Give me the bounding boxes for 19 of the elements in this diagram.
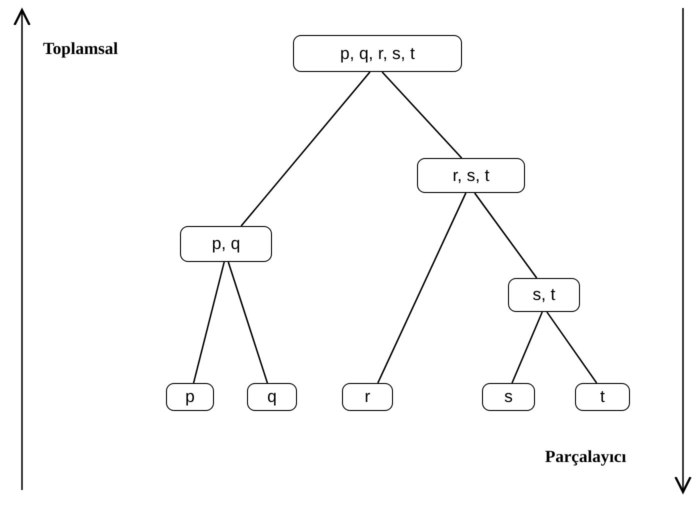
axis-label: Toplamsal [43, 38, 118, 60]
tree-node-box: p [166, 383, 214, 411]
tree-node-box: r [342, 383, 393, 411]
tree-node-box: r, s, t [417, 158, 525, 193]
connector-line [240, 72, 370, 226]
tree-node-box: p, q, r, s, t [293, 35, 462, 72]
connector-line [192, 262, 225, 384]
tree-node-box: s [482, 383, 535, 411]
connector-line [546, 312, 598, 384]
tree-node-box: q [247, 383, 297, 411]
connector-line [511, 312, 543, 384]
axis-label: Parçalayıcı [545, 446, 626, 468]
connector-line [377, 192, 466, 384]
tree-node-box: t [575, 383, 630, 411]
connector-line [382, 72, 462, 158]
tree-node-box: p, q [180, 226, 272, 262]
connector-line [474, 192, 538, 278]
connector-line [228, 262, 268, 384]
tree-node-box: s, t [508, 278, 580, 312]
